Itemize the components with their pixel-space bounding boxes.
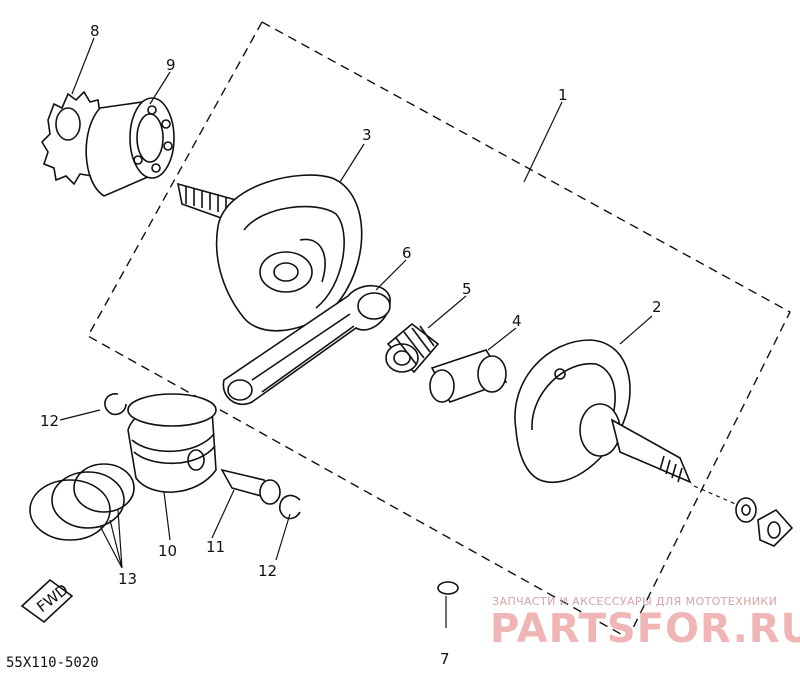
part-9-bearing [85, 97, 175, 197]
label-part-6: 6 [402, 244, 412, 262]
label-part-12-upper: 12 [40, 412, 59, 430]
label-part-10: 10 [158, 542, 177, 560]
label-part-7: 7 [440, 650, 450, 668]
label-part-8: 8 [90, 22, 100, 40]
label-part-5: 5 [462, 280, 472, 298]
part-12-circlip-upper [104, 393, 127, 416]
part-3-crank-left [176, 174, 363, 332]
washer-and-nut [693, 485, 794, 547]
watermark-brand: PARTSFOR.RU [490, 606, 800, 652]
part-10-piston [127, 393, 217, 493]
label-part-1: 1 [558, 86, 568, 104]
fwd-arrow-icon: FWD [20, 578, 74, 624]
part-6-connecting-rod [222, 284, 391, 405]
label-part-11: 11 [206, 538, 225, 556]
label-part-13: 13 [118, 570, 137, 588]
diagram-code: 55X110-5020 [6, 655, 99, 671]
label-part-9: 9 [166, 56, 176, 74]
part-4-crank-pin [429, 349, 508, 403]
part-13-piston-rings [29, 463, 135, 541]
part-2-crank-right [514, 339, 692, 484]
leader-lines [59, 37, 653, 628]
label-part-12-lower: 12 [258, 562, 277, 580]
watermark-tagline: ЗАПЧАСТИ И АКСЕССУАРЫ ДЛЯ МОТОТЕХНИКИ [492, 595, 777, 608]
part-7-key [437, 581, 459, 595]
label-part-4: 4 [512, 312, 522, 330]
part-5-needle-bearing [385, 322, 440, 374]
part-11-piston-pin [220, 468, 281, 505]
part-12-circlip-lower [279, 494, 301, 520]
label-part-2: 2 [652, 298, 662, 316]
assembly-boundary [87, 21, 791, 639]
label-part-3: 3 [362, 126, 372, 144]
